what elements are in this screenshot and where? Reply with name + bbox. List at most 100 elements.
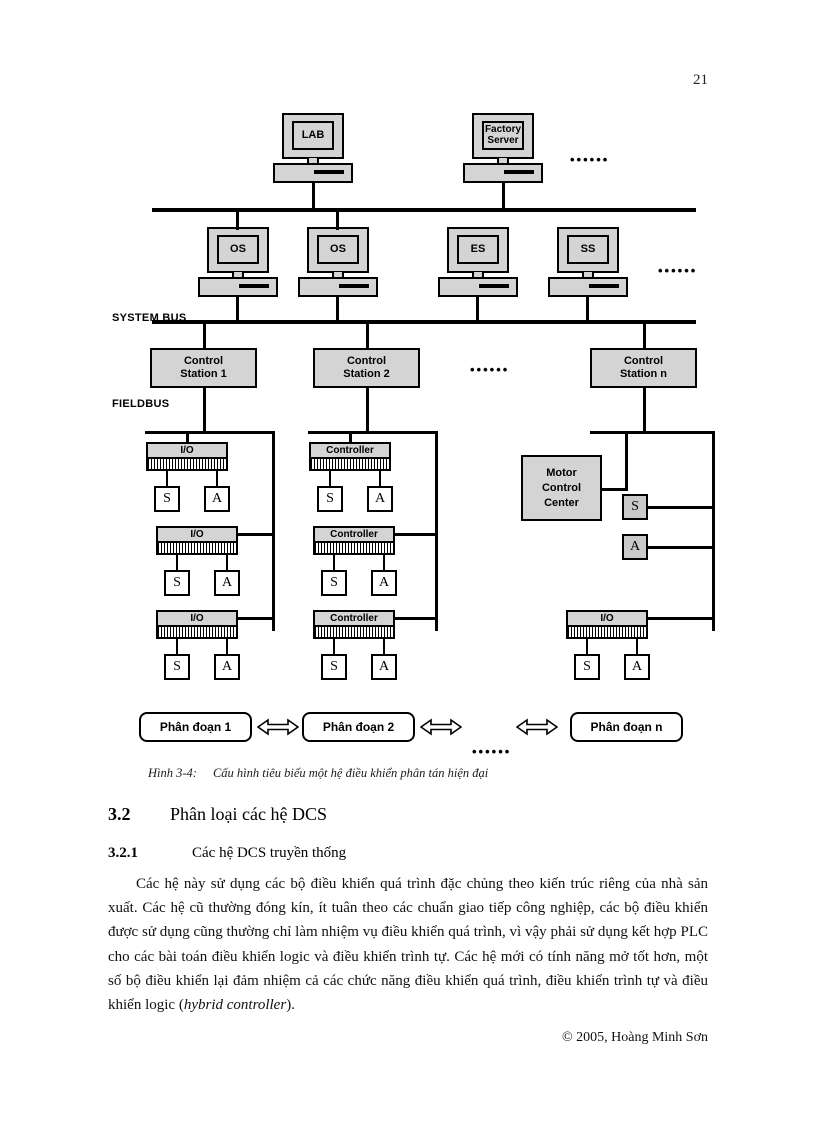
- subsection-title: Các hệ DCS truyền thống: [192, 845, 347, 861]
- cs2-m1-s-link: [329, 471, 331, 486]
- actuator-box: A: [367, 486, 393, 512]
- sensor-box: S: [317, 486, 343, 512]
- terminal-strip: [156, 627, 238, 639]
- downlink-os-2: [336, 296, 339, 320]
- io-module-3-1: I/O: [566, 610, 648, 639]
- monitor-neck: [582, 272, 594, 278]
- ellipsis-top-level: ••••••: [570, 152, 610, 167]
- controller-module-2-3: Controller: [313, 610, 395, 639]
- computer-base: [273, 163, 353, 183]
- computer-label: LAB: [301, 129, 325, 141]
- terminal-strip: [566, 627, 648, 639]
- page-number: 21: [693, 72, 708, 88]
- plant-bus-line: [152, 208, 696, 212]
- cs1-m3-s-link: [176, 639, 178, 654]
- monitor-frame: SS: [557, 227, 619, 273]
- computer-os-2: OS: [298, 227, 378, 297]
- controller-module-2-3-label: Controller: [313, 610, 395, 627]
- screen: OS: [217, 235, 259, 264]
- section-title: Phân loại các hệ DCS: [170, 804, 327, 824]
- section-heading-3-2-1: 3.2.1 Các hệ DCS truyền thống: [108, 845, 346, 862]
- mcc-drop-line: [625, 431, 628, 490]
- computer-base: [298, 277, 378, 297]
- figure-caption-number: Hình 3-4:: [148, 766, 197, 780]
- link-csn-bus: [643, 322, 646, 348]
- screen: OS: [317, 235, 359, 264]
- io-module-1-1-label: I/O: [146, 442, 228, 459]
- computer-base: [198, 277, 278, 297]
- ellipsis-stations: ••••••: [658, 263, 698, 278]
- cs1-riser: [203, 388, 206, 433]
- section-number: 3.2: [108, 804, 131, 824]
- drop-line-factory-server: [502, 183, 505, 210]
- cs2-m2-s-link: [333, 555, 335, 570]
- ellipsis-control-stations: ••••••: [470, 362, 510, 377]
- screen: LAB: [292, 121, 334, 150]
- drop-line-lab: [312, 183, 315, 210]
- arrow-segment-prev-n: [516, 718, 558, 736]
- computer-base: [463, 163, 543, 183]
- sensor-box: S: [321, 570, 347, 596]
- cs2-m3-bus-link: [395, 617, 437, 620]
- cs2-m1-drop: [349, 431, 352, 443]
- sensor-box: S: [321, 654, 347, 680]
- screen: SS: [567, 235, 609, 264]
- uplink-os-2: [336, 210, 339, 230]
- controller-module-2-1-label: Controller: [309, 442, 391, 459]
- subsection-number: 3.2.1: [108, 845, 138, 861]
- sensor-box: S: [574, 654, 600, 680]
- cs1-fieldbus-horizontal: [145, 431, 275, 434]
- ellipsis-segments: ••••••: [472, 744, 512, 759]
- downlink-os-1: [236, 296, 239, 320]
- computer-label: OS: [330, 243, 346, 255]
- actuator-box: A: [371, 654, 397, 680]
- monitor-frame: OS: [307, 227, 369, 273]
- cs1-m1-drop: [186, 431, 189, 443]
- io-module-1-3: I/O: [156, 610, 238, 639]
- io-module-3-1-label: I/O: [566, 610, 648, 627]
- io-module-1-2-label: I/O: [156, 526, 238, 543]
- actuator-box: A: [371, 570, 397, 596]
- link-cs1-bus: [203, 322, 206, 348]
- sensor-box: S: [164, 654, 190, 680]
- computer-es: ES: [438, 227, 518, 297]
- downlink-es: [476, 296, 479, 320]
- computer-label: SS: [580, 243, 596, 255]
- computer-lab: LAB: [273, 113, 353, 183]
- actuator-box: A: [214, 654, 240, 680]
- terminal-strip: [146, 459, 228, 471]
- cs1-m1-s-link: [166, 471, 168, 486]
- cs2-fieldbus-horizontal: [308, 431, 438, 434]
- monitor-neck: [307, 158, 319, 164]
- mcc-sensor-box: S: [622, 494, 648, 520]
- cs2-m3-a-link: [383, 639, 385, 654]
- mcc-sensor-link: [648, 506, 714, 509]
- mcc-actuator-box: A: [622, 534, 648, 560]
- io-module-1-1: I/O: [146, 442, 228, 471]
- cs2-m3-s-link: [333, 639, 335, 654]
- csn-io-s-link: [586, 639, 588, 654]
- cs1-m2-s-link: [176, 555, 178, 570]
- monitor-neck: [232, 272, 244, 278]
- computer-ss: SS: [548, 227, 628, 297]
- monitor-frame: OS: [207, 227, 269, 273]
- monitor-neck: [472, 272, 484, 278]
- link-cs2-bus: [366, 322, 369, 348]
- drive-slot: [239, 284, 269, 288]
- sensor-box: S: [154, 486, 180, 512]
- screen: ES: [457, 235, 499, 264]
- computer-base: [438, 277, 518, 297]
- monitor-frame: ES: [447, 227, 509, 273]
- arrow-segment-1-2: [257, 718, 299, 736]
- figure-caption-text: Cấu hình tiêu biểu một hệ điều khiển phâ…: [212, 766, 489, 780]
- cs1-m2-a-link: [226, 555, 228, 570]
- paragraph-part-2: ).: [286, 997, 295, 1014]
